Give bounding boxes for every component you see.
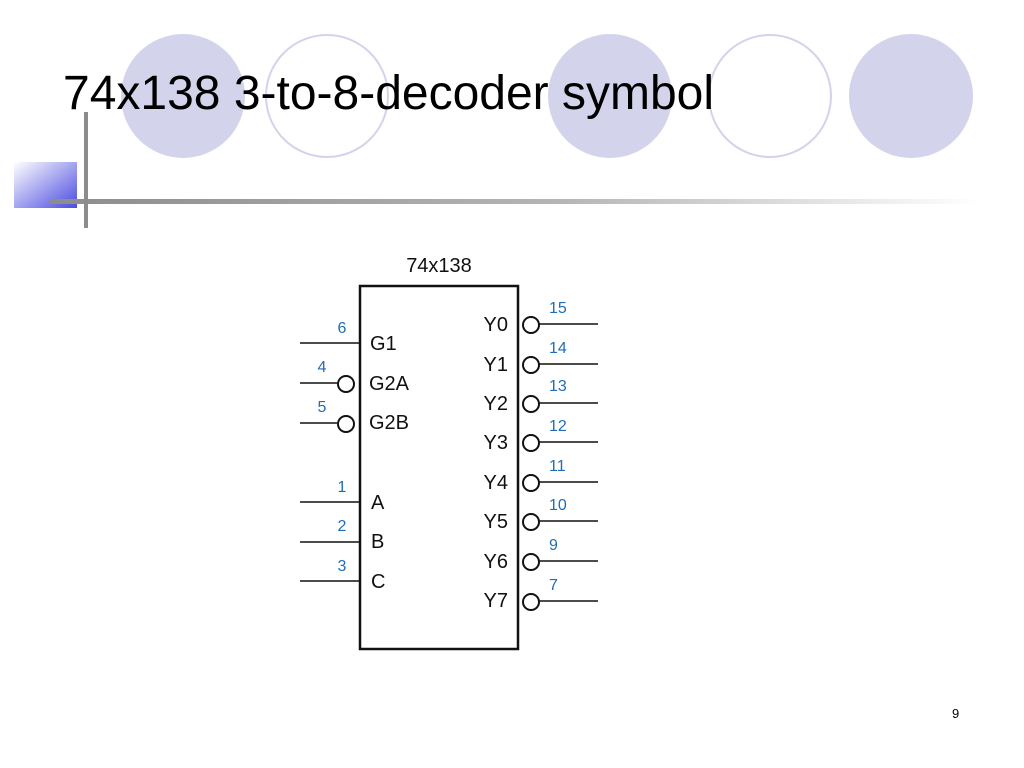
output-y0: Y0 15 [484,300,598,336]
output-y2: Y2 13 [484,378,598,415]
output-y5: Y5 10 [484,497,598,533]
output-label: Y4 [484,472,508,494]
output-label: Y5 [484,511,508,533]
output-pin-number: 11 [549,458,566,475]
output-pin-number: 10 [549,497,567,514]
inversion-bubble [522,316,540,334]
chip-name: 74x138 [406,255,472,277]
output-pin-number: 12 [549,418,567,435]
decor-horizontal-rule [50,199,980,204]
inversion-bubble [522,434,540,452]
input-c: 3 C [300,558,385,593]
output-pin-number: 9 [549,537,558,554]
output-label: Y6 [484,551,508,573]
decor-circle [849,34,973,158]
output-label: Y0 [484,314,508,336]
decor-circle-outline [708,34,832,158]
input-label: G2B [369,412,409,434]
input-pin-number: 4 [318,359,327,376]
inversion-bubble [522,553,540,571]
output-label: Y7 [484,590,508,612]
input-g2b: 5 G2B [300,399,409,434]
output-y1: Y1 14 [484,340,598,376]
input-a: 1 A [300,479,385,514]
page-number: 9 [952,706,960,721]
input-pin-number: 1 [338,479,347,496]
input-label: C [371,571,385,593]
inversion-bubble [522,593,540,611]
output-label: Y3 [484,432,508,454]
decor-circle [121,34,245,158]
output-label: Y2 [484,393,508,415]
input-pin-number: 2 [338,518,347,535]
inversion-bubble [522,395,540,413]
output-pin-number: 15 [549,300,567,317]
input-pin-number: 5 [318,399,327,416]
output-pin-number: 13 [549,378,567,395]
inversion-bubble [522,356,540,374]
output-pin-number: 14 [549,340,567,357]
output-y4: Y4 11 [484,458,598,494]
inversion-bubble [522,474,540,492]
input-pin-number: 3 [338,558,347,575]
output-y6: Y6 9 [484,537,598,573]
input-pin-number: 6 [338,320,347,337]
decor-vertical-rule [84,112,88,228]
decor-circle [548,34,672,158]
chip-body [358,284,520,651]
output-pin-number: 7 [549,577,558,594]
inversion-bubble [522,513,540,531]
inversion-bubble [337,375,355,393]
output-y7: Y7 7 [484,577,598,612]
input-label: G1 [370,333,397,355]
decor-circle-outline [265,34,389,158]
slide-title: 74x138 3-to-8-decoder symbol [63,67,715,120]
input-label: B [371,531,384,553]
inversion-bubble [337,415,355,433]
output-label: Y1 [484,354,508,376]
input-g1: 6 G1 [300,320,397,355]
input-b: 2 B [300,518,384,553]
input-label: A [371,492,385,514]
output-y3: Y3 12 [484,418,598,454]
input-label: G2A [369,373,410,395]
input-g2a: 4 G2A [300,359,410,395]
